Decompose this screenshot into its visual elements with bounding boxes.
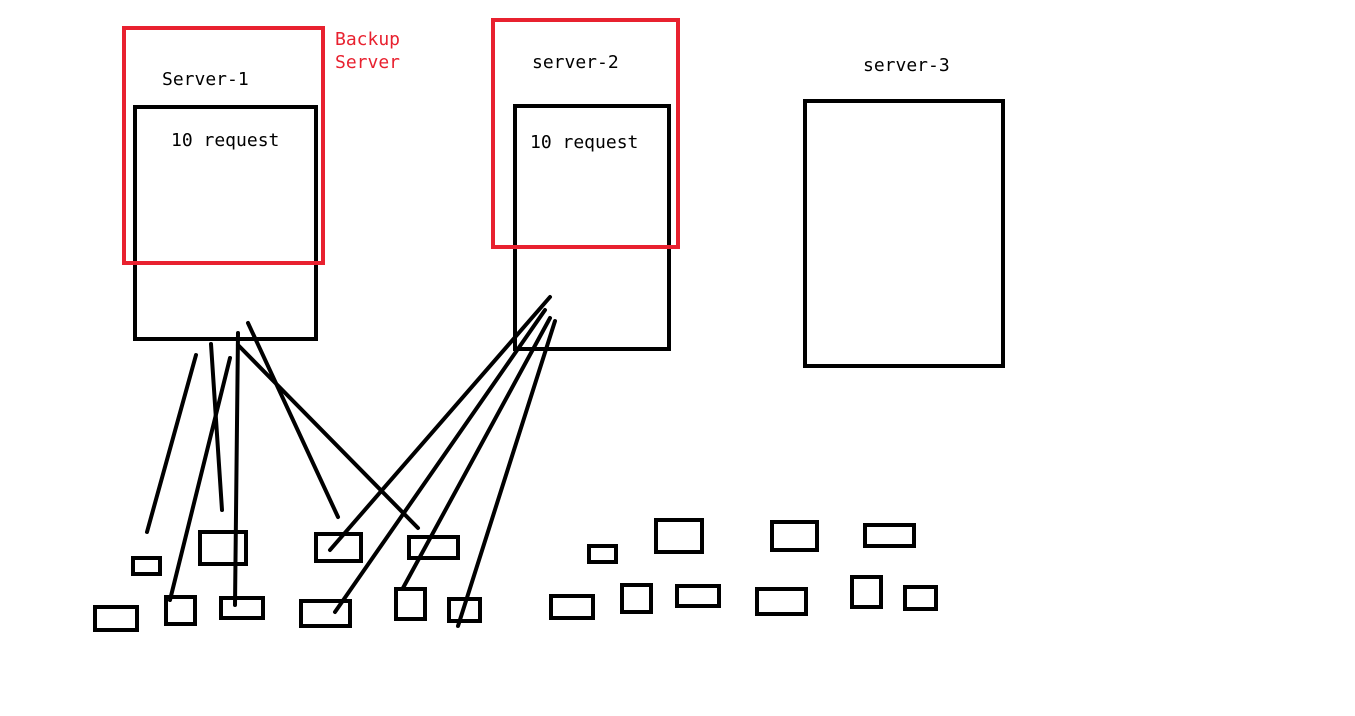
connection-line bbox=[236, 343, 420, 530]
client-box bbox=[407, 535, 460, 560]
server-1-load: 10 request bbox=[171, 130, 279, 151]
server-2-box bbox=[513, 104, 671, 351]
client-box bbox=[314, 532, 363, 563]
backup-highlight-server-1 bbox=[122, 26, 325, 265]
client-box bbox=[863, 523, 916, 548]
client-box bbox=[675, 584, 721, 608]
connection-line bbox=[328, 295, 552, 552]
client-box bbox=[219, 596, 265, 620]
client-box bbox=[447, 597, 482, 623]
client-box bbox=[850, 575, 883, 609]
server-3-name: server-3 bbox=[863, 55, 950, 76]
server-1: Server-1 10 request bbox=[133, 69, 318, 341]
client-box bbox=[198, 530, 248, 566]
connection-lines bbox=[145, 295, 557, 628]
server-2-load: 10 request bbox=[530, 132, 638, 153]
server-2: server-2 10 request bbox=[513, 52, 671, 351]
server-1-box bbox=[133, 105, 318, 341]
client-box bbox=[164, 595, 197, 626]
server-2-name: server-2 bbox=[532, 52, 619, 73]
backup-highlight-server-2 bbox=[491, 18, 680, 249]
client-box bbox=[770, 520, 819, 552]
client-box bbox=[903, 585, 938, 611]
client-box bbox=[587, 544, 618, 564]
backup-server-label-line2: Server bbox=[335, 52, 400, 73]
client-box bbox=[654, 518, 704, 554]
client-boxes bbox=[93, 518, 938, 632]
client-box bbox=[755, 587, 808, 616]
server-3-box bbox=[803, 99, 1005, 368]
client-box bbox=[131, 556, 162, 576]
client-box bbox=[394, 587, 427, 621]
connection-line bbox=[333, 308, 547, 614]
connection-line bbox=[209, 342, 224, 512]
server-3: server-3 bbox=[803, 55, 1005, 368]
client-box bbox=[620, 583, 653, 614]
client-box bbox=[93, 605, 139, 632]
server-1-name: Server-1 bbox=[162, 69, 249, 90]
connection-line bbox=[233, 331, 240, 607]
client-box bbox=[299, 599, 352, 628]
connection-line bbox=[246, 321, 340, 519]
connection-line bbox=[168, 356, 232, 602]
client-box bbox=[549, 594, 595, 620]
connection-line bbox=[401, 316, 552, 590]
backup-server-label-line1: Backup bbox=[335, 29, 400, 50]
connection-line bbox=[456, 319, 557, 628]
connection-line bbox=[145, 353, 198, 534]
